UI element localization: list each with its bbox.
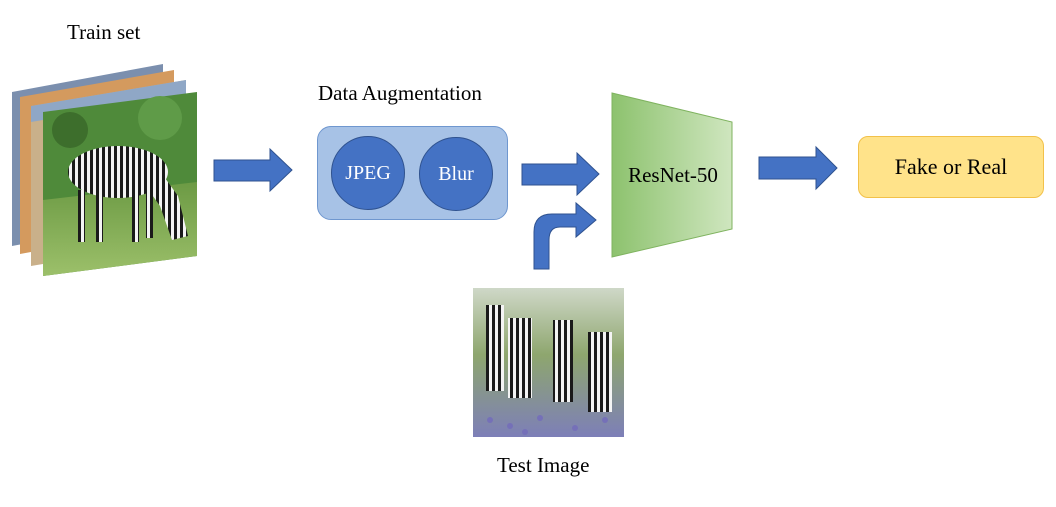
zebra-2 [508,318,532,398]
resnet-label: ResNet-50 [628,163,718,187]
arrow-train-to-augmentation [213,147,293,193]
zebra-4 [588,332,612,412]
arrow-augmentation-to-model [521,151,600,197]
output-box: Fake or Real [858,136,1044,198]
arrow-test-to-model [533,201,597,270]
zebra-neck [140,160,188,240]
test-zebra-photo [473,288,624,437]
test-image-label: Test Image [497,453,590,477]
train-zebra-photo [43,92,197,276]
resnet-block [611,92,733,258]
jpeg-op-circle: JPEG [331,136,405,210]
zebra-body [68,146,168,198]
train-image-stack [12,64,197,276]
blur-op-circle: Blur [419,137,493,211]
train-set-label: Train set [67,20,141,44]
data-augmentation-label: Data Augmentation [318,81,482,105]
zebra-1 [486,305,504,391]
zebra-3 [553,320,573,402]
arrow-model-to-output [758,145,838,191]
